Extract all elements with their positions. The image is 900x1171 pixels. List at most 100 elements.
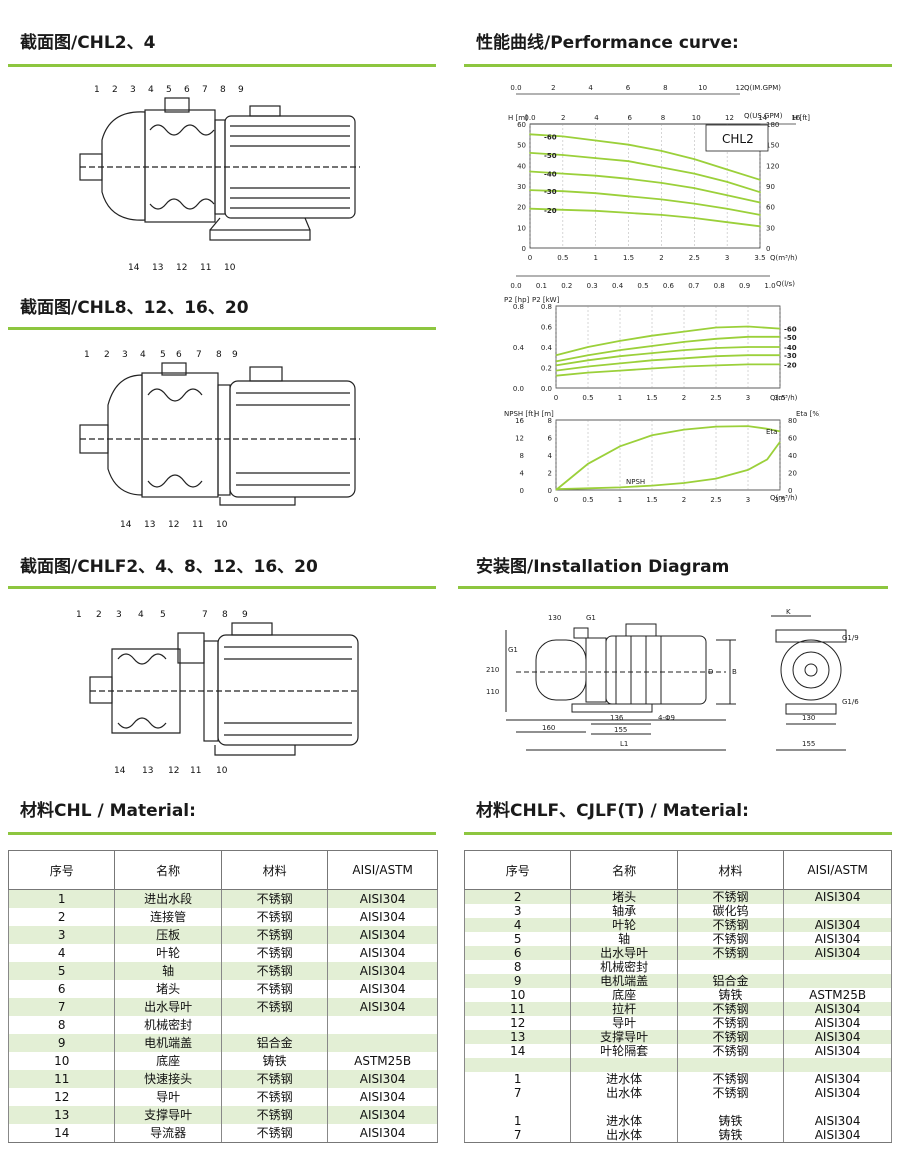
tick-label: 0.6 <box>541 324 553 332</box>
q-us-axis-label: Q(US.GPM) <box>744 112 783 120</box>
section-title-material-chl: 材料CHL / Material: <box>20 801 196 821</box>
tick-label: 1 <box>618 394 622 402</box>
data-point <box>561 135 564 138</box>
table-cell <box>570 1100 678 1114</box>
tick-label: 8 <box>661 114 665 122</box>
callout-13: 13 <box>152 263 163 273</box>
data-point <box>693 158 696 161</box>
data-point <box>726 168 729 171</box>
table-cell: AISI304 <box>783 1128 892 1143</box>
table-cell <box>783 960 892 974</box>
tick-label: 0.5 <box>637 282 648 290</box>
table-cell: 4 <box>7 944 116 962</box>
callout-1: 1 <box>76 610 82 620</box>
q-m3-axis-label-2: Q(m³/h) <box>770 394 798 402</box>
callout-3: 3 <box>130 85 136 95</box>
table-cell: 轴 <box>570 932 678 946</box>
table-cell: 电机端盖 <box>114 1034 222 1052</box>
table-cell: 碳化钨 <box>676 904 785 918</box>
col-header: 序号 <box>7 850 116 890</box>
curve-label: -30 <box>544 188 557 196</box>
table-cell: 不锈钢 <box>676 1072 785 1086</box>
table-cell: ASTM25B <box>783 988 892 1002</box>
cross-section-chl2: 1 2 3 4 5 6 7 8 9 14 13 12 11 10 <box>79 85 360 273</box>
table-cell <box>783 1058 892 1072</box>
data-point <box>726 180 729 183</box>
table-cell: 不锈钢 <box>220 1106 329 1124</box>
table-cell: 8 <box>463 960 572 974</box>
section-title-chl2-4: 截面图/CHL2、4 <box>20 33 156 53</box>
tick-label: 80 <box>788 417 797 425</box>
table-cell: 进水体 <box>570 1072 678 1086</box>
dim-210: 210 <box>486 666 499 674</box>
tick-label: 0.0 <box>510 282 521 290</box>
tick-label: 0.2 <box>541 365 552 373</box>
table-cell: 不锈钢 <box>220 962 329 980</box>
dim-g1-b: G1 <box>508 646 518 654</box>
table-cell: AISI304 <box>327 889 438 908</box>
tick-label: 40 <box>517 162 526 170</box>
data-point <box>660 198 663 201</box>
callout-6: 6 <box>184 85 190 95</box>
table-cell: AISI304 <box>327 926 438 944</box>
table-cell: 8 <box>7 1016 116 1034</box>
table-cell: AISI304 <box>327 1088 438 1106</box>
model-label: CHL2 <box>722 132 754 146</box>
series-line-4 <box>529 207 761 228</box>
tick-label: 14 <box>758 114 767 122</box>
data-point <box>693 202 696 205</box>
npsh-curve-label: NPSH <box>626 478 645 486</box>
tick-label: 0 <box>554 394 558 402</box>
table-cell: 轴 <box>114 962 222 980</box>
series-line-2 <box>529 170 761 204</box>
table-cell: 轴承 <box>570 904 678 918</box>
tick-label: 2 <box>548 470 552 478</box>
table-cell: 进出水段 <box>114 889 222 908</box>
callout-5: 5 <box>160 350 166 360</box>
table-cell: AISI304 <box>327 1106 438 1124</box>
table-cell: 连接管 <box>114 908 222 926</box>
dim-g16: G1/6 <box>842 698 859 706</box>
table-cell <box>783 1100 892 1114</box>
dim-g19: G1/9 <box>842 634 859 642</box>
callout-4: 4 <box>138 610 144 620</box>
tick-label: 0.5 <box>557 254 568 262</box>
table-cell: 不锈钢 <box>676 1002 785 1016</box>
table-cell: 6 <box>463 946 572 960</box>
data-point <box>529 207 531 210</box>
tick-label: 0 <box>766 245 770 253</box>
table-cell <box>676 960 785 974</box>
callout-12: 12 <box>168 520 179 530</box>
table-cell: 7 <box>463 1086 572 1100</box>
table-cell <box>570 1058 678 1072</box>
tick-label: 2 <box>682 496 686 504</box>
callout-9: 9 <box>242 610 248 620</box>
dim-110: 110 <box>486 688 499 696</box>
tick-label: 10 <box>692 114 701 122</box>
pump-drawing <box>89 622 360 756</box>
callout-3: 3 <box>116 610 122 620</box>
tick-label: 8 <box>520 452 524 460</box>
data-point <box>529 133 531 136</box>
table-cell: 铸铁 <box>676 1114 785 1128</box>
table-cell: 机械密封 <box>114 1016 222 1034</box>
table-cell: 2 <box>463 889 572 904</box>
callout-2: 2 <box>96 610 102 620</box>
tick-label: 0 <box>554 496 558 504</box>
tick-label: 2.5 <box>710 496 721 504</box>
npsh-m-unit: H [m] <box>534 410 554 418</box>
table-cell: 导流器 <box>114 1124 222 1143</box>
table-cell: 导叶 <box>570 1016 678 1030</box>
callout-5: 5 <box>160 610 166 620</box>
